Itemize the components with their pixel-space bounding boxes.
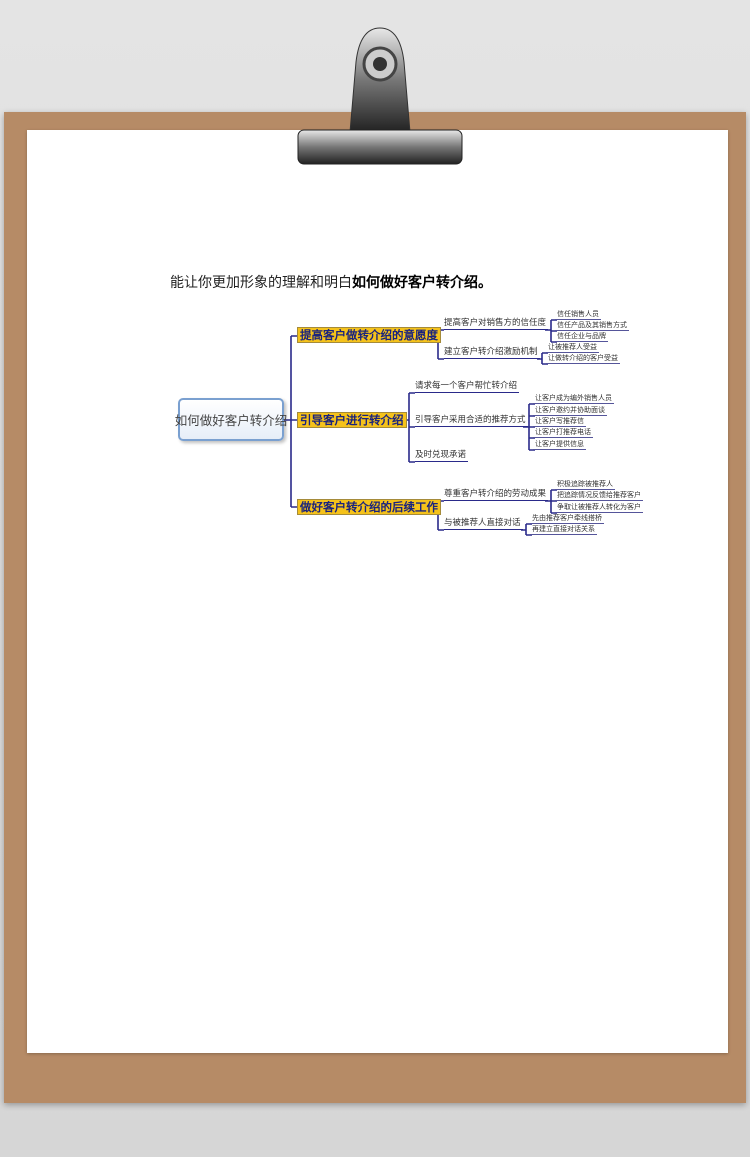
leaf: 让客户成为编外销售人员 (533, 394, 614, 404)
leaf: 信任企业与品牌 (555, 332, 608, 342)
leaf: 积极追踪被推荐人 (555, 480, 615, 490)
branch-1: 提高客户做转介绍的意愿度 (297, 327, 441, 343)
topic: 提高客户对销售方的信任度 (444, 318, 549, 330)
intro-bold: 如何做好客户转介绍。 (352, 275, 492, 291)
leaf: 争取让被推荐人转化为客户 (555, 503, 643, 513)
leaf: 让做转介绍的客户受益 (546, 354, 620, 364)
binder-clip-icon (297, 27, 463, 165)
leaf: 让客户邀约并协助面谈 (533, 406, 607, 416)
leaf: 让客户提供信息 (533, 440, 586, 450)
branch-3: 做好客户转介绍的后续工作 (297, 499, 441, 515)
leaf: 让客户打推荐电话 (533, 428, 593, 438)
topic: 建立客户转介绍激励机制 (444, 347, 540, 359)
topic: 尊重客户转介绍的劳动成果 (444, 489, 549, 501)
intro-text: 能让你更加形象的理解和明白如何做好客户转介绍。 (170, 272, 492, 292)
topic: 及时兑现承诺 (415, 450, 469, 462)
mindmap-center-node: 如何做好客户转介绍 (175, 398, 287, 441)
leaf: 把追踪情况反馈给推荐客户 (555, 491, 643, 501)
branch-2: 引导客户进行转介绍 (297, 412, 407, 428)
leaf: 让被推荐人受益 (546, 343, 599, 353)
topic: 请求每一个客户帮忙转介绍 (415, 381, 520, 393)
leaf: 信任产品及其销售方式 (555, 321, 629, 331)
leaf: 先由推荐客户牵线搭桥 (530, 514, 604, 524)
paper-sheet (27, 130, 728, 1053)
topic: 引导客户采用合适的推荐方式 (415, 415, 528, 427)
leaf: 让客户写推荐信 (533, 417, 586, 427)
leaf: 再建立直接对话关系 (530, 525, 597, 535)
topic: 与被推荐人直接对话 (444, 518, 523, 530)
intro-normal: 能让你更加形象的理解和明白 (170, 275, 352, 291)
leaf: 信任销售人员 (555, 310, 601, 320)
